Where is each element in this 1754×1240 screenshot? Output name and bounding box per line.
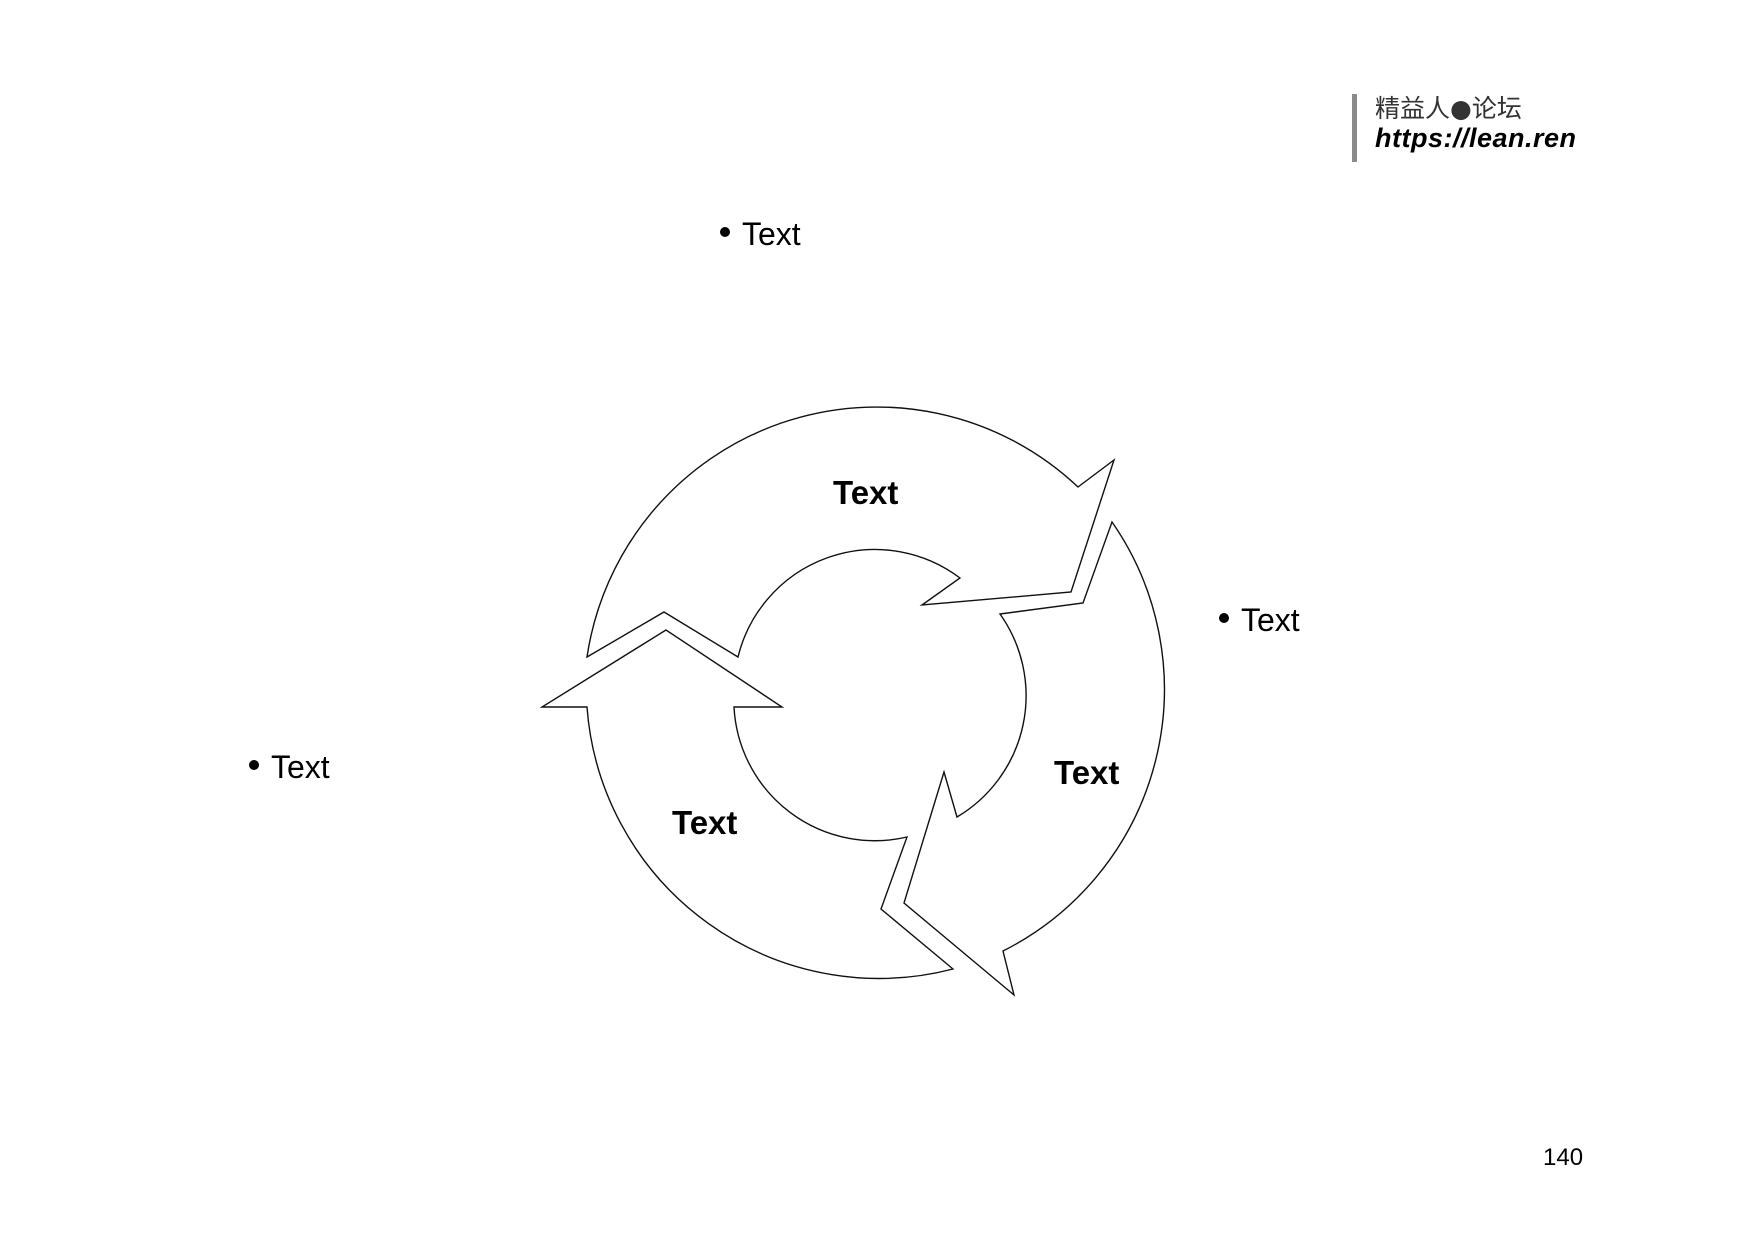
bullet-text-top: Text	[742, 216, 801, 252]
bullet-item-left: Text	[249, 749, 330, 785]
cycle-arrow-right	[903, 520, 1166, 997]
bullet-text-right: Text	[1241, 602, 1300, 638]
bullet-text-left: Text	[271, 749, 330, 785]
page-number: 140	[1543, 1144, 1584, 1171]
cycle-label-right: Text	[1054, 754, 1120, 791]
bullet-item-right: Text	[1219, 602, 1300, 638]
bullet-dot-icon	[720, 227, 730, 237]
brand-name: 精益人●论坛	[1375, 94, 1522, 123]
bullet-item-top: Text	[720, 216, 801, 252]
bullet-dot-icon	[1219, 613, 1229, 623]
bullet-dot-icon	[249, 760, 259, 770]
cycle-label-top: Text	[833, 474, 899, 511]
cycle-label-left: Text	[672, 804, 738, 841]
cycle-arrow-top	[586, 406, 1116, 659]
brand-url: https://lean.ren	[1375, 123, 1577, 153]
brand-logo: 精益人●论坛 https://lean.ren	[1352, 94, 1577, 162]
cycle-arrow-left	[539, 629, 955, 980]
